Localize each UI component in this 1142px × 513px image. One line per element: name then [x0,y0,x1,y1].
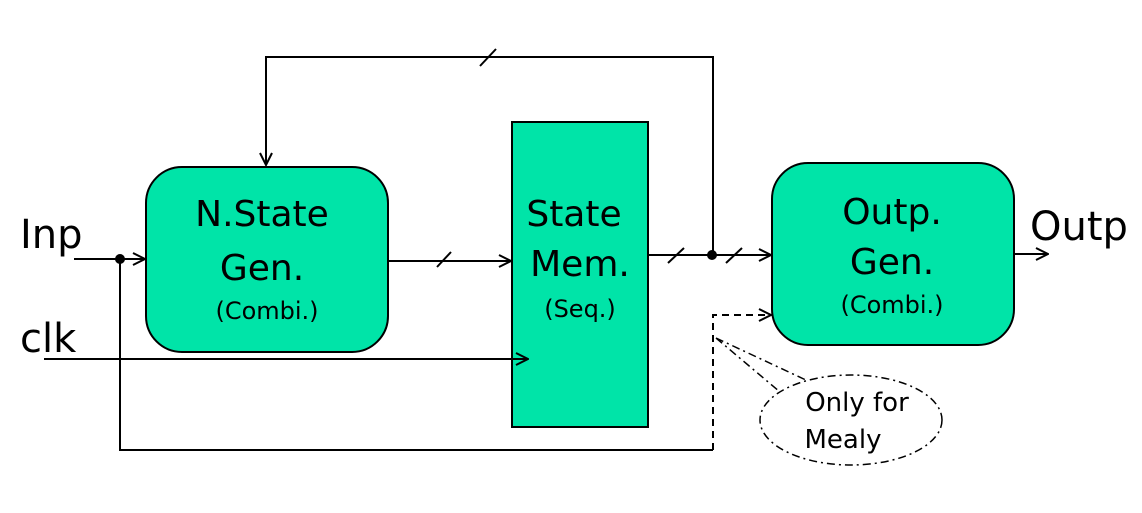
output-gen-type: (Combi.) [840,291,943,319]
state-feedback-wire [266,48,714,255]
state-memory-block: State Mem. (Seq.) [511,121,649,428]
next-state-generator-block: N.State Gen. (Combi.) [145,166,389,353]
mealy-input-wire [712,315,771,450]
bus-slash-icon [436,251,452,268]
state-memory-title: State [526,194,621,235]
output-gen-title: Outp. [842,192,942,233]
bus-slash-icon [725,247,743,264]
state-memory-type: (Seq.) [544,295,616,323]
output-generator-block: Outp. Gen. (Combi.) [771,162,1015,346]
input-label: Inp [20,212,83,258]
callout-line1: Only for [805,388,909,418]
input-wire [74,254,713,451]
clock-label: clk [20,316,77,362]
output-gen-subtitle: Gen. [850,242,934,283]
bus-slash-icon [667,247,685,264]
mealy-callout: Only for Mealy [715,337,943,466]
next-state-wire [388,251,511,268]
state-memory-subtitle: Mem. [530,244,630,285]
state-wire [648,247,771,264]
next-state-title: N.State [195,194,329,235]
next-state-subtitle: Gen. [220,248,304,289]
junction-dot-icon [707,250,717,260]
next-state-type: (Combi.) [215,297,318,325]
callout-line2: Mealy [805,425,882,455]
output-label: Outp [1030,204,1128,250]
bus-slash-icon [479,48,497,67]
